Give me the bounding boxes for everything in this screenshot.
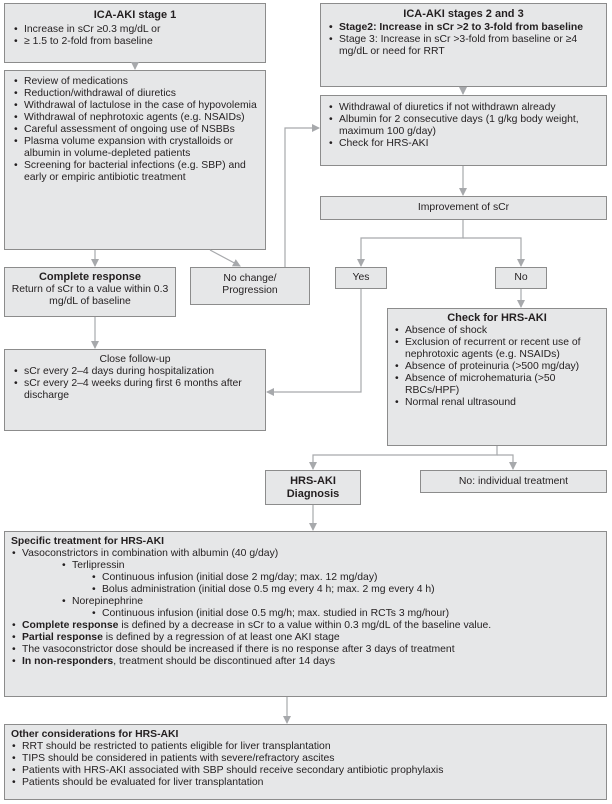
consideration-item: Patients should be evaluated for liver t… — [11, 777, 600, 789]
hrs-diagnosis-box: HRS-AKI Diagnosis — [265, 470, 361, 505]
complete-response-title: Complete response — [38, 271, 142, 283]
stage2-item: Stage2: Increase in sCr >2 to 3-fold fro… — [328, 22, 599, 34]
terlipressin-item: Terlipressin — [11, 560, 600, 572]
yes-label: Yes — [352, 272, 370, 283]
partial-response-rest: is defined by a regression of at least o… — [102, 632, 340, 643]
albumin-item: Withdrawal of diuretics if not withdrawn… — [328, 102, 599, 114]
follow-up-title: Close follow-up — [99, 354, 171, 365]
management-item: Plasma volume expansion with crystalloid… — [13, 136, 257, 160]
check-hrs-item: Normal renal ultrasound — [394, 397, 600, 409]
partial-response-bold: Partial response — [22, 632, 103, 643]
check-hrs-title: Check for HRS-AKI — [447, 312, 547, 324]
no-change-box: No change/ Progression — [190, 267, 310, 305]
no-label: No — [514, 272, 528, 283]
initial-management-box: Review of medications Reduction/withdraw… — [4, 70, 266, 250]
check-hrs-item: Absence of microhematuria (>50 RBCs/HPF) — [394, 373, 600, 397]
no-individual-box: No: individual treatment — [420, 470, 607, 493]
management-item: Screening for bacterial infections (e.g.… — [13, 160, 257, 184]
follow-up-item: sCr every 2–4 weeks during first 6 month… — [13, 378, 257, 402]
stage1-box: ICA-AKI stage 1 Increase in sCr ≥0.3 mg/… — [4, 3, 266, 63]
non-responders-item: In non-responders, treatment should be d… — [11, 656, 600, 668]
complete-response-rest: is defined by a decrease in sCr to a val… — [118, 620, 492, 631]
improvement-box: Improvement of sCr — [320, 196, 607, 220]
arrow-check-to-individual — [497, 454, 517, 470]
arrow-improvement-to-no — [463, 237, 525, 267]
stage3-item: Stage 3: Increase in sCr >3-fold from ba… — [328, 34, 599, 58]
norepinephrine-continuous-item: Continuous infusion (initial dose 0.5 mg… — [11, 608, 600, 620]
management-item: Withdrawal of nephrotoxic agents (e.g. N… — [13, 112, 257, 124]
follow-up-item: sCr every 2–4 days during hospitalizatio… — [13, 366, 257, 378]
complete-response-text: Return of sCr to a value within 0.3 mg/d… — [11, 284, 169, 307]
management-item: Review of medications — [13, 76, 257, 88]
management-item: Withdrawal of lactulose in the case of h… — [13, 100, 257, 112]
other-considerations-box: Other considerations for HRS-AKI RRT sho… — [4, 724, 607, 800]
specific-treatment-box: Specific treatment for HRS-AKI Vasoconst… — [4, 531, 607, 697]
stage1-item: ≥ 1.5 to 2-fold from baseline — [13, 36, 257, 48]
no-box: No — [495, 267, 547, 289]
consideration-item: RRT should be restricted to patients eli… — [11, 741, 600, 753]
check-hrs-item: Absence of proteinuria (>500 mg/day) — [394, 361, 600, 373]
consideration-item: Patients with HRS-AKI associated with SB… — [11, 765, 600, 777]
check-hrs-item: Exclusion of recurrent or recent use of … — [394, 337, 600, 361]
non-responders-bold: In non-responders — [22, 656, 114, 667]
albumin-item: Check for HRS-AKI — [328, 138, 599, 150]
norepinephrine-item: Norepinephrine — [11, 596, 600, 608]
partial-response-definition: Partial response is defined by a regress… — [11, 632, 600, 644]
vasoconstrictors-item: Vasoconstrictors in combination with alb… — [11, 548, 600, 560]
non-responders-rest: , treatment should be discontinued after… — [113, 656, 336, 667]
management-item: Reduction/withdrawal of diuretics — [13, 88, 257, 100]
terlipressin-continuous-item: Continuous infusion (initial dose 2 mg/d… — [11, 572, 600, 584]
stage23-title: ICA-AKI stages 2 and 3 — [403, 8, 524, 20]
yes-box: Yes — [335, 267, 387, 289]
stage1-item: Increase in sCr ≥0.3 mg/dL or — [13, 24, 257, 36]
check-hrs-box: Check for HRS-AKI Absence of shock Exclu… — [387, 308, 607, 446]
consideration-item: TIPS should be considered in patients wi… — [11, 753, 600, 765]
management-item: Careful assessment of ongoing use of NSB… — [13, 124, 257, 136]
diuretics-albumin-box: Withdrawal of diuretics if not withdrawn… — [320, 95, 607, 166]
stage1-title: ICA-AKI stage 1 — [93, 9, 177, 21]
other-considerations-title: Other considerations for HRS-AKI — [11, 729, 179, 740]
complete-response-box: Complete response Return of sCr to a val… — [4, 267, 176, 317]
complete-response-definition: Complete response is defined by a decrea… — [11, 620, 600, 632]
dose-increase-item: The vasoconstrictor dose should be incre… — [11, 644, 600, 656]
albumin-item: Albumin for 2 consecutive days (1 g/kg b… — [328, 114, 599, 138]
arrow-management-to-nochange — [209, 249, 241, 267]
complete-response-bold: Complete response — [22, 620, 119, 631]
terlipressin-bolus-item: Bolus administration (initial dose 0.5 m… — [11, 584, 600, 596]
arrow-nochange-to-albumin — [284, 124, 320, 267]
arrow-check-to-diagnosis — [309, 446, 498, 470]
hrs-diagnosis-label: HRS-AKI Diagnosis — [286, 475, 340, 500]
specific-treatment-title: Specific treatment for HRS-AKI — [11, 536, 164, 547]
stage23-box: ICA-AKI stages 2 and 3 Stage2: Increase … — [320, 3, 607, 87]
improvement-label: Improvement of sCr — [417, 202, 510, 213]
arrow-improvement-to-yes — [357, 220, 464, 267]
no-individual-label: No: individual treatment — [458, 476, 569, 487]
no-change-text: No change/ Progression — [222, 273, 278, 296]
check-hrs-item: Absence of shock — [394, 325, 600, 337]
follow-up-box: Close follow-up sCr every 2–4 days durin… — [4, 349, 266, 431]
